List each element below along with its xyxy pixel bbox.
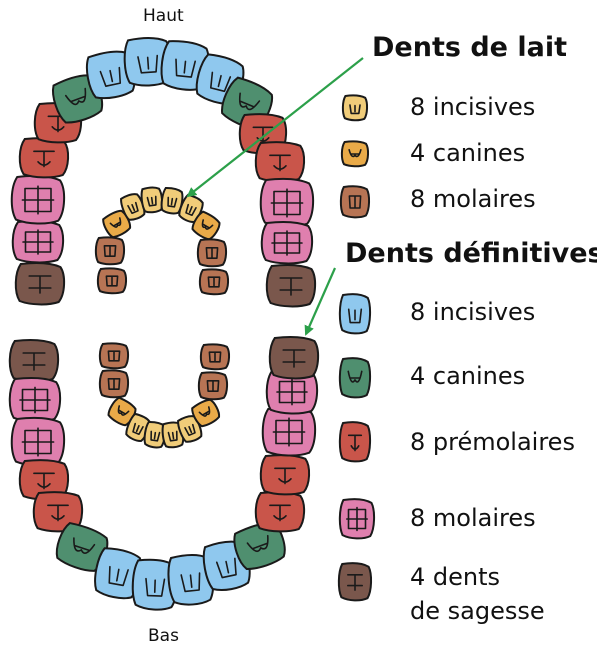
molar-tooth <box>340 499 374 538</box>
premolar-tooth <box>340 422 370 461</box>
incisor-icon <box>335 292 375 336</box>
legend-molars: 8 molaires <box>335 496 597 536</box>
milk-molar-tooth <box>200 269 228 294</box>
milk-molar-tooth <box>198 239 226 266</box>
milk-incisor-tooth <box>140 186 163 213</box>
molar-icon <box>335 496 379 542</box>
milk-incisor-tooth <box>343 95 367 120</box>
wisdom-tooth <box>10 340 58 381</box>
milk-molar-tooth <box>98 268 126 293</box>
legend-milk-incisors: 8 incisives <box>335 90 597 130</box>
wisdom-tooth <box>267 265 315 306</box>
molar-tooth <box>261 179 313 227</box>
teeth-layer <box>10 36 318 610</box>
legend-label: 4 dents <box>410 560 500 594</box>
milk-teeth-heading: Dents de lait <box>372 32 567 63</box>
molar-tooth <box>10 378 60 421</box>
incisor-tooth <box>340 294 370 333</box>
milk-canine-tooth <box>342 141 368 166</box>
milk-canine-icon <box>335 136 375 172</box>
wisdom-tooth <box>270 337 318 378</box>
molar-tooth <box>12 418 64 466</box>
legend-label: 8 incisives <box>410 295 535 329</box>
premolar-icon <box>335 420 375 464</box>
label-top-jaw: Haut <box>143 6 184 26</box>
premolar-tooth <box>261 455 309 494</box>
milk-molar-icon <box>335 182 375 222</box>
legend-label: 8 prémolaires <box>410 425 575 459</box>
milk-molar-tooth <box>100 370 128 397</box>
premolar-tooth <box>256 142 304 181</box>
milk-molar-tooth <box>96 237 124 264</box>
legend-premolars: 8 prémolaires <box>335 420 597 460</box>
legend-milk-canines: 4 canines <box>335 136 597 176</box>
label-bottom-jaw: Bas <box>148 626 179 646</box>
legend-label-line2: de sagesse <box>410 594 545 628</box>
legend-canines: 4 canines <box>335 356 597 396</box>
legend-label: 8 molaires <box>410 501 536 535</box>
legend-label: 4 canines <box>410 136 525 170</box>
legend-milk-molars: 8 molaires <box>335 182 597 222</box>
milk-molar-tooth <box>199 372 227 399</box>
canine-icon <box>335 356 375 400</box>
molar-tooth <box>263 408 315 456</box>
wisdom-tooth <box>16 263 64 304</box>
legend-label: 8 molaires <box>410 182 536 216</box>
milk-incisor-icon <box>335 90 375 126</box>
legend-label: 8 incisives <box>410 90 535 124</box>
milk-molar-tooth <box>341 186 369 217</box>
wisdom-tooth-icon <box>335 560 375 604</box>
premolar-tooth <box>256 492 304 531</box>
wisdom-tooth <box>339 563 371 600</box>
milk-molar-tooth <box>201 344 229 369</box>
molar-tooth <box>12 176 64 224</box>
legend-wisdom-teeth: 4 dents de sagesse <box>335 560 597 632</box>
permanent-teeth-heading: Dents définitives <box>345 238 597 269</box>
molar-tooth <box>262 222 312 263</box>
milk-molar-tooth <box>100 343 128 368</box>
canine-tooth <box>340 358 370 397</box>
legend-label: 4 canines <box>410 359 525 393</box>
legend-incisors: 8 incisives <box>335 292 597 332</box>
premolar-tooth <box>20 138 68 177</box>
molar-tooth <box>13 221 63 262</box>
